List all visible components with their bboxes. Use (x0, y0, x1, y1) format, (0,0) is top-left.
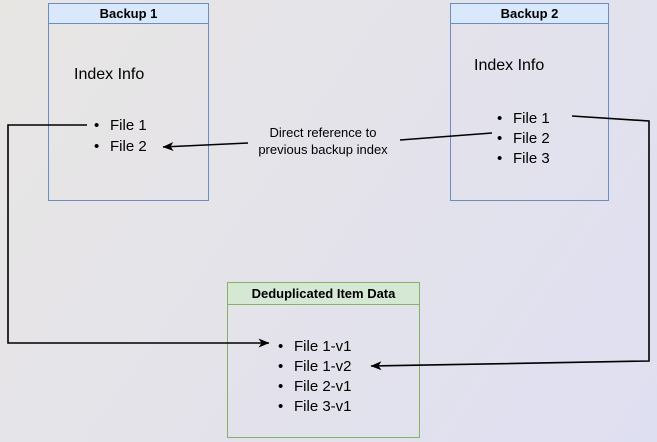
dedup-header: Deduplicated Item Data (228, 283, 419, 305)
backup1-header: Backup 1 (49, 4, 208, 24)
list-item: • File 2 (497, 128, 550, 148)
list-item: • File 2 (94, 136, 147, 157)
backup1-box: Backup 1 Index Info • File 1 • File 2 (48, 3, 209, 201)
list-item: • File 1 (94, 115, 147, 136)
backup2-subtitle: Index Info (474, 57, 545, 74)
direct-reference-label-line2: previous backup index (258, 142, 388, 157)
bullet-icon: • (278, 397, 284, 415)
bullet-icon: • (497, 149, 503, 167)
bullet-icon: • (278, 377, 284, 395)
bullet-icon: • (278, 337, 284, 355)
file-item-label: File 2 (513, 129, 550, 147)
list-item: • File 1 (497, 108, 550, 128)
dedup-file-list: • File 1-v1 • File 1-v2 • File 2-v1 • Fi… (278, 336, 352, 416)
file-item-label: File 1-v1 (294, 337, 352, 355)
file-item-label: File 2-v1 (294, 377, 352, 395)
file-item-label: File 1 (110, 117, 147, 134)
file-item-label: File 2 (110, 138, 147, 155)
backup2-header: Backup 2 (451, 4, 608, 24)
bullet-icon: • (497, 129, 503, 147)
backup1-title: Backup 1 (99, 6, 158, 21)
list-item: • File 3-v1 (278, 396, 352, 416)
list-item: • File 3 (497, 148, 550, 168)
file-item-label: File 3-v1 (294, 397, 352, 415)
bullet-icon: • (94, 117, 100, 134)
bullet-icon: • (278, 357, 284, 375)
backup2-box: Backup 2 Index Info • File 1 • File 2 • … (450, 3, 609, 201)
file-item-label: File 3 (513, 149, 550, 167)
backup1-subtitle: Index Info (74, 66, 145, 83)
direct-reference-label-line1: Direct reference to (269, 125, 377, 140)
list-item: • File 1-v2 (278, 356, 352, 376)
dedup-title: Deduplicated Item Data (251, 286, 396, 301)
file-item-label: File 1 (513, 109, 550, 127)
file-item-label: File 1-v2 (294, 357, 352, 375)
bullet-icon: • (94, 138, 100, 155)
backup1-file-list: • File 1 • File 2 (94, 115, 147, 157)
direct-reference-label: Direct reference to previous backup inde… (233, 124, 413, 158)
dedup-box: Deduplicated Item Data • File 1-v1 • Fil… (227, 282, 420, 438)
list-item: • File 2-v1 (278, 376, 352, 396)
backup2-title: Backup 2 (500, 6, 559, 21)
bullet-icon: • (497, 109, 503, 127)
backup2-file-list: • File 1 • File 2 • File 3 (497, 108, 550, 168)
list-item: • File 1-v1 (278, 336, 352, 356)
